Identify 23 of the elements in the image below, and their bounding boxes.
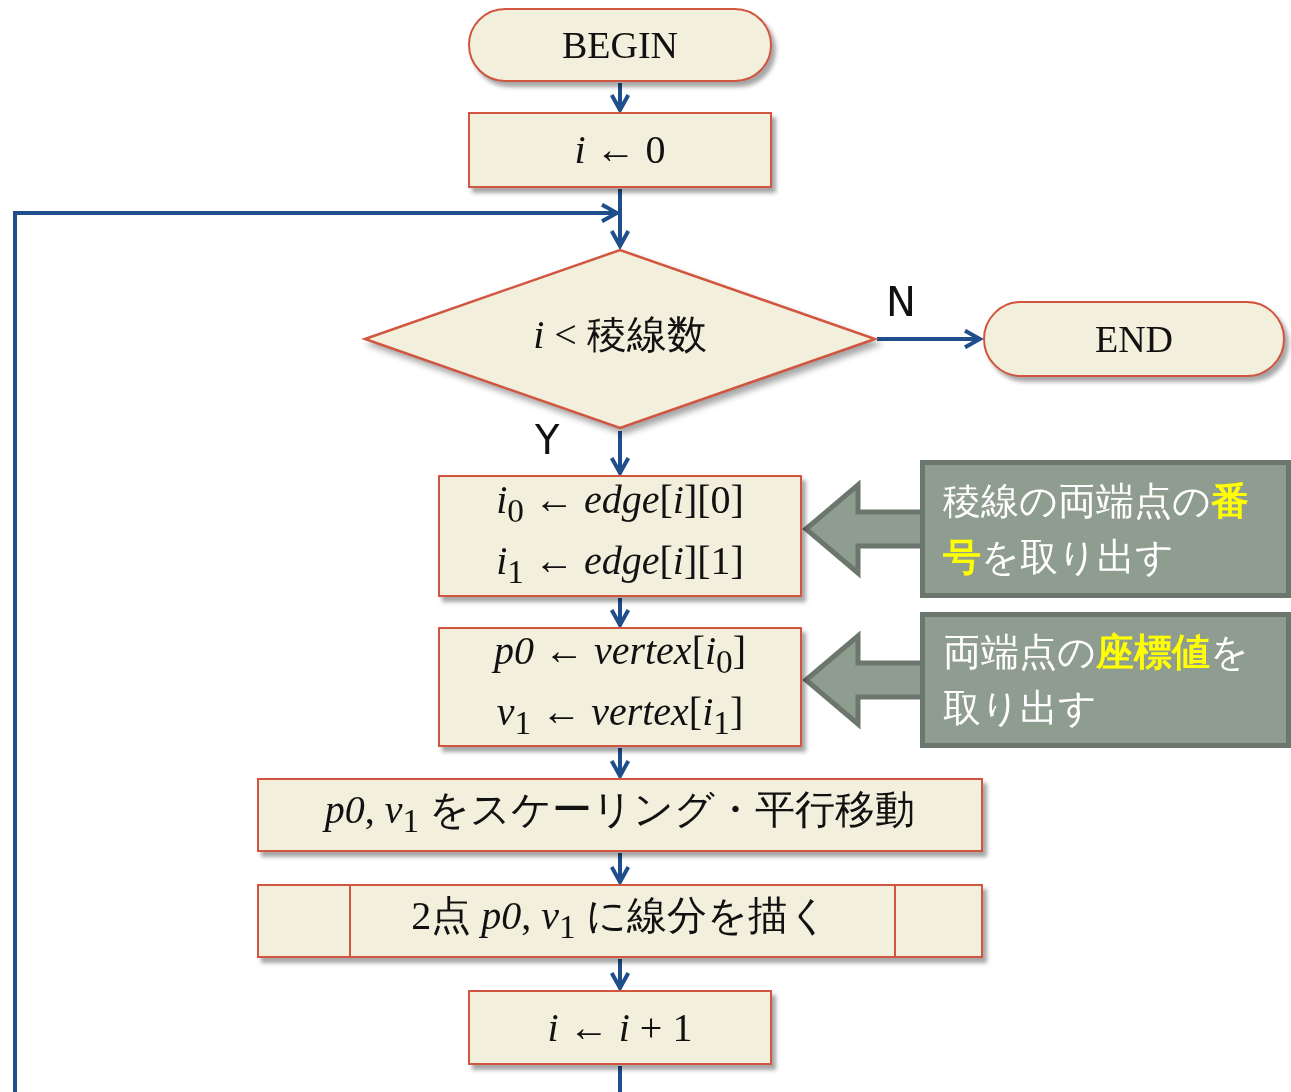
assignment-text: i$_{0}$ ← edge[i][0] bbox=[496, 476, 744, 531]
predefined-process-box: 2点 p0, v$_{1}$ に線分を描く bbox=[257, 884, 983, 958]
process-box bbox=[438, 627, 802, 747]
process-box: p0, v$_{1}$ をスケーリング・平行移動 bbox=[257, 778, 983, 852]
terminal-shape: BEGIN bbox=[468, 8, 772, 82]
callout-box: 両端点の座標値を取り出す bbox=[920, 612, 1291, 748]
terminal-shape: END bbox=[983, 301, 1285, 377]
assignment-text: v$_{1}$ ← vertex[i$_{1}$] bbox=[496, 688, 744, 743]
assignment-text: i$_{1}$ ← edge[i][1] bbox=[496, 537, 744, 592]
arrow bbox=[609, 431, 631, 475]
arrow bbox=[609, 189, 631, 248]
assignment-text: p0 ← vertex[i$_{0}$] bbox=[493, 627, 747, 682]
arrow bbox=[13, 202, 622, 1092]
arrow bbox=[609, 598, 631, 627]
arrow bbox=[609, 959, 631, 990]
arrow bbox=[609, 83, 631, 112]
process-box: i ← i + 1 bbox=[468, 990, 772, 1065]
arrow bbox=[609, 748, 631, 778]
process-box: i ← 0 bbox=[468, 112, 772, 188]
arrow bbox=[877, 328, 982, 350]
process-box bbox=[438, 475, 802, 597]
arrow bbox=[609, 853, 631, 884]
callout-box: 稜線の両端点の番号を取り出す bbox=[920, 460, 1291, 598]
